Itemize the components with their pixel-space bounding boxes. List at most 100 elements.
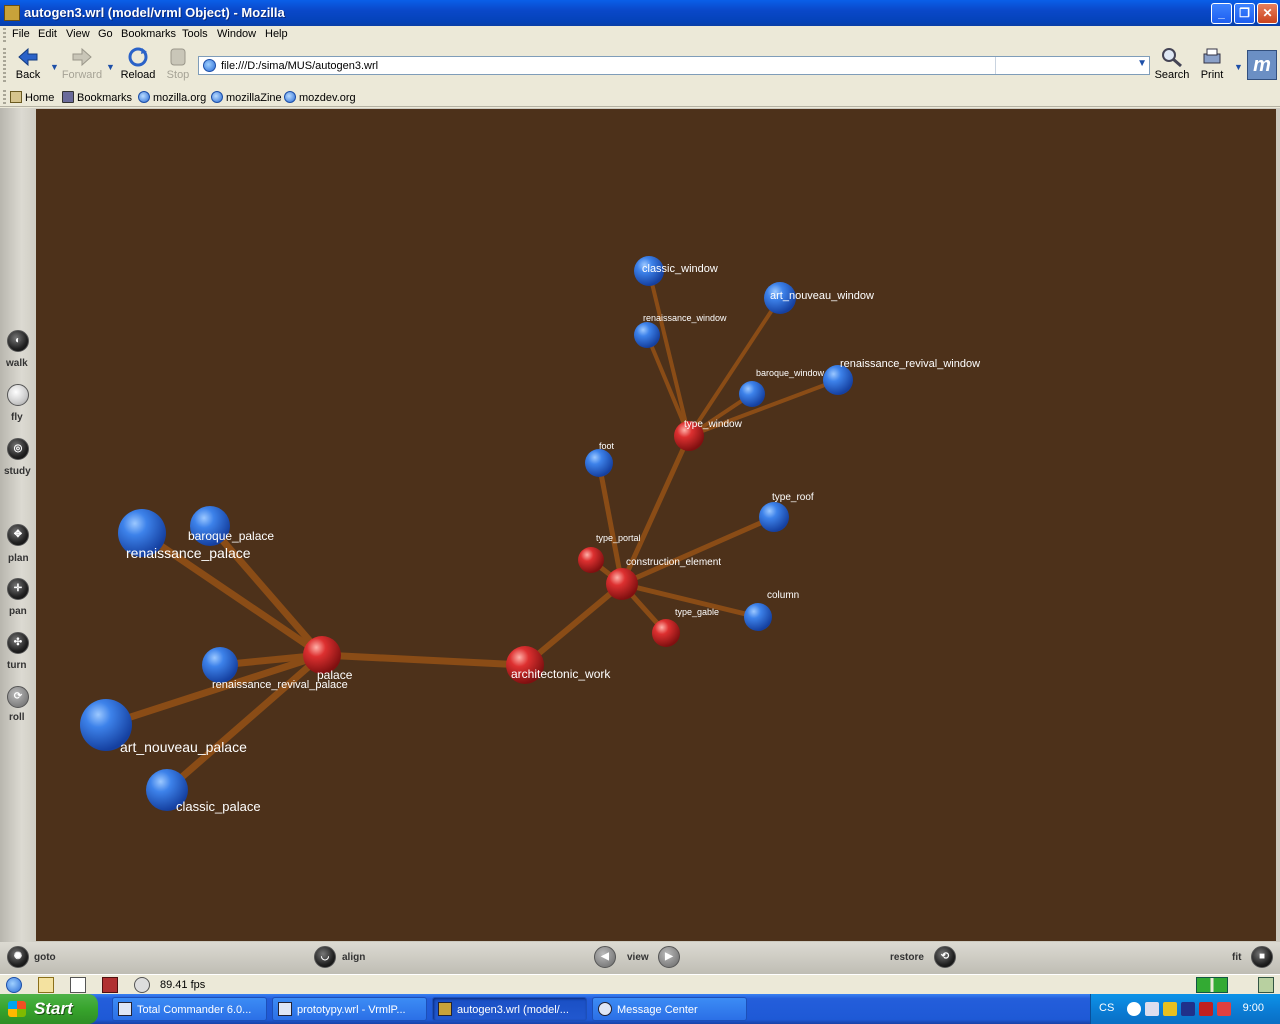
menu-view[interactable]: View bbox=[66, 28, 90, 40]
language-indicator[interactable]: CS bbox=[1099, 1002, 1115, 1014]
print-button[interactable]: Print bbox=[1188, 46, 1236, 86]
bookmark-mozillazine[interactable]: mozillaZine bbox=[211, 91, 282, 104]
walk-button[interactable]: ◐ bbox=[7, 330, 29, 352]
node-classic-window[interactable] bbox=[634, 256, 664, 286]
forward-button[interactable]: Forward bbox=[58, 46, 106, 86]
window-title: autogen3.wrl (model/vrml Object) - Mozil… bbox=[24, 5, 285, 20]
back-button[interactable]: Back bbox=[4, 46, 52, 86]
node-type-window[interactable] bbox=[674, 421, 704, 451]
menu-window[interactable]: Window bbox=[217, 28, 257, 40]
tray-network-icon[interactable] bbox=[1145, 1002, 1159, 1016]
menu-help[interactable]: Help bbox=[265, 28, 288, 40]
navigator-icon[interactable] bbox=[6, 977, 22, 993]
clock[interactable]: 9:00 bbox=[1242, 1002, 1264, 1014]
url-dropdown-icon[interactable]: ▼ bbox=[1137, 58, 1147, 69]
start-button[interactable]: Start bbox=[0, 994, 98, 1024]
previous-view-button[interactable]: ◀ bbox=[594, 946, 616, 968]
online-status-icon[interactable] bbox=[1196, 977, 1228, 993]
pan-button[interactable]: ✛ bbox=[7, 578, 29, 600]
align-button[interactable]: ◡ bbox=[314, 946, 336, 968]
mozilla-throbber-icon[interactable]: m bbox=[1247, 50, 1277, 80]
stop-icon bbox=[170, 48, 186, 66]
node-palace[interactable] bbox=[303, 636, 341, 674]
node-baroque-palace[interactable] bbox=[190, 506, 230, 546]
turn-button[interactable]: ✣ bbox=[7, 632, 29, 654]
walk-label: walk bbox=[6, 358, 28, 369]
next-view-button[interactable]: ▶ bbox=[658, 946, 680, 968]
restore-button[interactable]: ⟲ bbox=[934, 946, 956, 968]
chat-icon[interactable] bbox=[134, 977, 150, 993]
tray-expand-icon[interactable] bbox=[1127, 1002, 1141, 1016]
node-art-nouveau-palace[interactable] bbox=[80, 699, 132, 751]
maximize-button[interactable]: ❐ bbox=[1234, 3, 1255, 24]
goto-button[interactable]: ✺ bbox=[7, 946, 29, 968]
menu-bookmarks[interactable]: Bookmarks bbox=[121, 28, 177, 40]
align-label: align bbox=[342, 952, 366, 963]
security-lock-icon bbox=[1258, 977, 1274, 993]
composer-icon[interactable] bbox=[70, 977, 86, 993]
bookmarks-button[interactable]: Bookmarks bbox=[62, 91, 132, 104]
node-renaissance-palace[interactable] bbox=[118, 509, 166, 557]
forward-dropdown-icon[interactable]: ▼ bbox=[106, 62, 115, 72]
toolbar-grip[interactable] bbox=[3, 48, 6, 84]
node-type-roof[interactable] bbox=[759, 502, 789, 532]
node-type-portal[interactable] bbox=[578, 547, 604, 573]
task-prototypy[interactable]: prototypy.wrl - VrmlP... bbox=[272, 997, 427, 1021]
menu-go[interactable]: Go bbox=[98, 28, 113, 40]
total-commander-icon bbox=[118, 1002, 132, 1016]
label-type-portal: type_portal bbox=[596, 533, 641, 543]
study-button[interactable]: ◎ bbox=[7, 438, 29, 460]
node-foot[interactable] bbox=[585, 449, 613, 477]
menu-tools[interactable]: Tools bbox=[182, 28, 208, 40]
edge-construction-column bbox=[619, 581, 761, 620]
tray-shield-icon[interactable] bbox=[1163, 1002, 1177, 1016]
search-button[interactable]: Search bbox=[1148, 46, 1196, 86]
bookmark-label: mozdev.org bbox=[299, 92, 356, 104]
url-bar[interactable]: ▼ bbox=[198, 56, 1150, 75]
menu-edit[interactable]: Edit bbox=[38, 28, 57, 40]
minimize-button[interactable]: _ bbox=[1211, 3, 1232, 24]
node-baroque-window[interactable] bbox=[739, 381, 765, 407]
menu-file[interactable]: File bbox=[12, 28, 30, 40]
stop-button[interactable]: Stop bbox=[154, 46, 202, 86]
home-button[interactable]: Home bbox=[10, 91, 54, 104]
close-button[interactable]: ✕ bbox=[1257, 3, 1278, 24]
roll-button[interactable]: ⟳ bbox=[7, 686, 29, 708]
node-construction-element[interactable] bbox=[606, 568, 638, 600]
tray-firewall-icon[interactable] bbox=[1199, 1002, 1213, 1016]
node-architectonic-work[interactable] bbox=[506, 646, 544, 684]
fit-button[interactable]: ■ bbox=[1251, 946, 1273, 968]
bookmark-mozilla-org[interactable]: mozilla.org bbox=[138, 91, 206, 104]
node-column[interactable] bbox=[744, 603, 772, 631]
tray-antivirus-icon[interactable] bbox=[1181, 1002, 1195, 1016]
system-tray: CS 9:00 bbox=[1090, 994, 1280, 1024]
page-proxy-icon[interactable] bbox=[203, 59, 216, 72]
home-icon bbox=[10, 91, 22, 103]
back-dropdown-icon[interactable]: ▼ bbox=[50, 62, 59, 72]
task-autogen3[interactable]: autogen3.wrl (model/... bbox=[432, 997, 587, 1021]
node-art-nouveau-window[interactable] bbox=[764, 282, 796, 314]
label-renaissance-revival-palace: renaissance_revival_palace bbox=[212, 679, 348, 691]
toolbar-grip[interactable] bbox=[3, 28, 6, 42]
node-renaissance-revival-palace[interactable] bbox=[202, 647, 238, 683]
task-total-commander[interactable]: Total Commander 6.0... bbox=[112, 997, 267, 1021]
mozilla-task-icon bbox=[438, 1002, 452, 1016]
node-renaissance-window[interactable] bbox=[634, 322, 660, 348]
fly-button[interactable] bbox=[7, 384, 29, 406]
node-type-gable[interactable] bbox=[652, 619, 680, 647]
node-classic-palace[interactable] bbox=[146, 769, 188, 811]
url-input[interactable] bbox=[221, 58, 991, 73]
reload-button[interactable]: Reload bbox=[114, 46, 162, 86]
label-construction-element: construction_element bbox=[626, 557, 721, 568]
plan-button[interactable]: ✥ bbox=[7, 524, 29, 546]
view-label: view bbox=[627, 952, 649, 963]
tray-security-icon[interactable] bbox=[1217, 1002, 1231, 1016]
task-message-center[interactable]: Message Center bbox=[592, 997, 747, 1021]
node-renaissance-revival-window[interactable] bbox=[823, 365, 853, 395]
mail-icon[interactable] bbox=[38, 977, 54, 993]
toolbar-grip[interactable] bbox=[3, 90, 6, 104]
print-dropdown-icon[interactable]: ▼ bbox=[1234, 62, 1243, 72]
bookmark-mozdev-org[interactable]: mozdev.org bbox=[284, 91, 356, 104]
address-book-icon[interactable] bbox=[102, 977, 118, 993]
vrml-scene[interactable]: classic_window art_nouveau_window renais… bbox=[36, 109, 1276, 941]
